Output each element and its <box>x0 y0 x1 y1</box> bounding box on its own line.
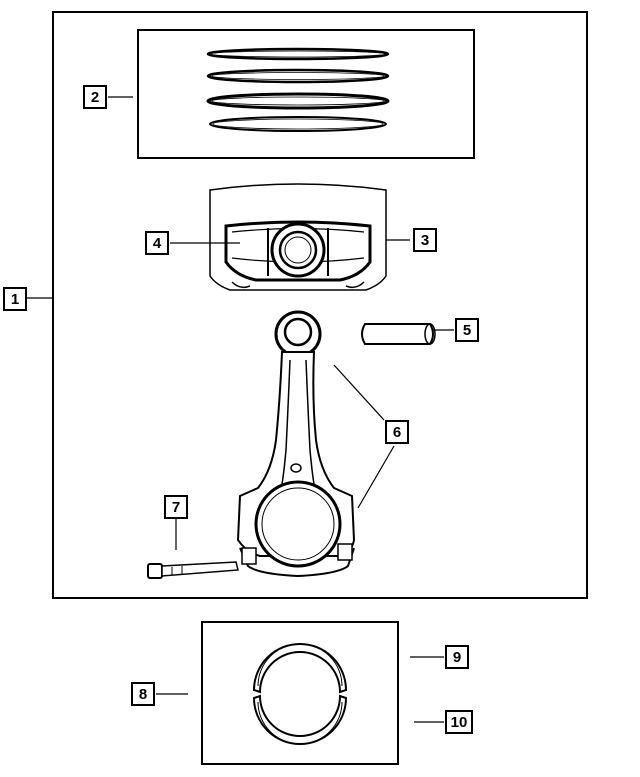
lower-bearing-shell <box>252 694 348 745</box>
callout-7-label: 7 <box>172 499 180 516</box>
piston <box>209 183 387 291</box>
assembly-frame <box>52 11 588 599</box>
rod-bolt <box>147 561 239 579</box>
piston-pin-bore <box>270 222 326 278</box>
upper-bearing-shell <box>252 643 348 694</box>
callout-8-label: 8 <box>139 686 147 703</box>
piston-rings <box>137 29 475 159</box>
callout-4: 4 <box>145 231 169 255</box>
callout-3: 3 <box>413 228 437 252</box>
callout-10-label: 10 <box>451 714 468 731</box>
ring-3 <box>206 92 390 110</box>
piston-pin <box>361 323 436 345</box>
callout-4-label: 4 <box>153 235 162 252</box>
callout-1: 1 <box>3 287 27 311</box>
ring-2 <box>206 68 390 84</box>
bearing-box <box>201 621 399 765</box>
callout-3-label: 3 <box>421 232 429 249</box>
callout-2: 2 <box>83 85 107 109</box>
callout-2-label: 2 <box>91 89 99 106</box>
ring-box <box>137 29 475 159</box>
callout-9-label: 9 <box>453 649 461 666</box>
bearing-set <box>201 621 399 765</box>
rod-cap <box>239 547 355 578</box>
callout-1-label: 1 <box>11 291 19 308</box>
rod-big-end-bore <box>254 480 342 568</box>
callout-6-label: 6 <box>393 424 401 441</box>
connecting-rod <box>236 310 356 578</box>
callout-5: 5 <box>455 318 479 342</box>
callout-8: 8 <box>131 682 155 706</box>
callout-5-label: 5 <box>463 322 471 339</box>
leader-lines <box>27 96 454 723</box>
callout-7: 7 <box>164 495 188 519</box>
callout-10: 10 <box>445 710 473 734</box>
piston-skirt-window <box>224 220 372 282</box>
ring-1 <box>206 47 390 61</box>
ring-4 <box>209 116 387 132</box>
callout-6: 6 <box>385 420 409 444</box>
callout-9: 9 <box>445 645 469 669</box>
